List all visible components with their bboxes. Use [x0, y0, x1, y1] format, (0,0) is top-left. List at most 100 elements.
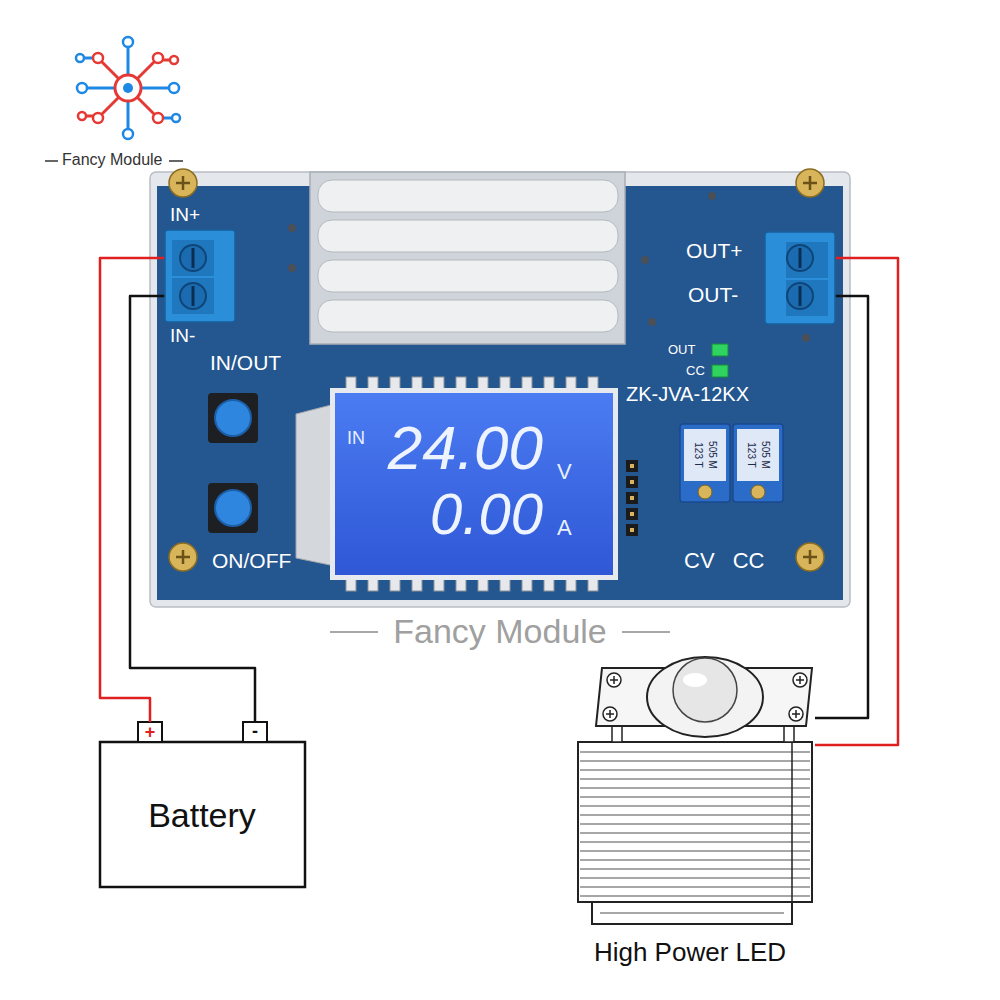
led-lamp-drawing-part-part — [580, 850, 810, 852]
trimmer-pot-part — [733, 424, 783, 502]
board-hole-part — [648, 318, 656, 326]
led-lamp-drawing-part — [673, 658, 737, 722]
led-lamp-drawing-part — [578, 742, 812, 902]
module-board-part — [157, 186, 843, 600]
lcd-frame-part-part — [566, 579, 576, 591]
lcd-frame-part-part — [500, 579, 510, 591]
led-lamp: High Power LED — [565, 655, 815, 927]
watermark: Fancy Module — [393, 614, 607, 648]
logo-icon-part-part — [78, 112, 86, 120]
led-lamp-drawing-part-part — [580, 769, 810, 771]
logo-dash-part — [169, 160, 183, 162]
module-board: ZK-JVA-12KXIN24.00V0.00A — [150, 172, 850, 607]
status-led-part — [712, 365, 728, 377]
battery-label: Battery — [148, 798, 256, 832]
lcd-frame-part-part — [368, 579, 378, 591]
led-label: CC — [686, 364, 705, 377]
pin-header-part — [626, 524, 638, 536]
led-lamp-drawing-part-part — [580, 859, 810, 861]
lcd-frame-part-part — [588, 579, 598, 591]
led-lamp-drawing-part-part — [580, 796, 810, 798]
pin-header-part — [626, 492, 638, 504]
pin-header-part — [630, 480, 634, 484]
board-hole-part — [288, 264, 296, 272]
module-board — [150, 169, 850, 607]
terminal-label: OUT+ — [686, 240, 743, 261]
logo-icon-part-part — [170, 56, 178, 64]
battery-shape-part — [243, 722, 267, 742]
led-lamp-drawing-part-part — [580, 868, 810, 870]
corner-screw-part-part — [809, 550, 812, 564]
trimmer-pot-part — [737, 429, 779, 481]
pot-marking: 123 T — [693, 442, 703, 467]
logo-icon-part-part — [93, 113, 103, 123]
terminal-block-part — [787, 245, 813, 271]
logo-icon-part — [86, 60, 170, 116]
led-lamp-drawing-part-part — [580, 823, 810, 825]
pin-header-part — [630, 512, 634, 516]
led-lamp-drawing-part-part — [799, 676, 801, 684]
logo-text: Fancy Module — [62, 152, 163, 168]
led-label: OUT — [668, 343, 695, 356]
corner-screw-part — [169, 169, 197, 197]
terminal-block-part — [786, 280, 828, 316]
board-hole-part — [641, 256, 649, 264]
lcd-frame-part-part — [412, 579, 422, 591]
led-lamp-drawing-part-part — [580, 814, 810, 816]
heatsink — [310, 172, 625, 344]
led-lamp-drawing-part-part — [613, 676, 615, 684]
battery-shape-part — [138, 722, 162, 742]
pot-marking: 123 T — [746, 442, 756, 467]
led-lamp-drawing — [578, 657, 812, 924]
lcd-voltage: 24.00 — [388, 417, 543, 479]
heatsink-part — [318, 220, 618, 252]
logo-icon-part-part — [76, 54, 84, 62]
terminal-block-part — [165, 230, 235, 322]
led-lamp-drawing-part-part — [580, 832, 810, 834]
logo-icon-part — [84, 47, 172, 129]
terminal-block-part — [799, 248, 802, 268]
terminal-block-part — [787, 283, 813, 309]
wire — [815, 258, 898, 745]
led-lamp-drawing-part-part — [580, 778, 810, 780]
lcd-mode: IN — [347, 429, 365, 447]
status-led — [712, 344, 728, 377]
logo-dash-part — [45, 160, 58, 162]
heatsink-part — [310, 172, 625, 344]
pot-label: CV CC — [684, 550, 764, 572]
polarity-mark: + — [145, 723, 156, 741]
pin-header-part — [630, 464, 634, 468]
lcd-unit: A — [557, 517, 572, 539]
led-lamp-drawing-part-part — [580, 787, 810, 789]
button-label: IN/OUT — [210, 352, 281, 373]
pin-header-part — [626, 460, 638, 472]
heatsink-part — [318, 300, 618, 332]
pin-header-part — [626, 508, 638, 520]
led-lamp-drawing-part — [592, 902, 792, 924]
led-lamp-drawing-part — [683, 673, 707, 687]
led-lamp-drawing-part-part — [580, 877, 810, 879]
battery-box: Battery — [100, 722, 305, 887]
lcd-frame-part-part — [346, 579, 356, 591]
lcd-current: 0.00 — [430, 485, 543, 543]
pot-marking: 505 M — [707, 441, 717, 469]
wire — [815, 296, 868, 718]
logo-icon-part-part — [123, 129, 133, 139]
led-lamp-drawing-part — [600, 912, 784, 914]
push-button — [208, 393, 258, 533]
trimmer-pot-part — [751, 485, 765, 499]
logo-icon-part-part — [169, 83, 179, 93]
watermark-dash-part — [622, 631, 670, 633]
logo-icon-part-part — [123, 37, 133, 47]
terminal-block-part — [192, 248, 195, 268]
push-button-part — [208, 393, 258, 443]
terminal-block-part — [799, 286, 802, 306]
led-lamp-drawing-part-part — [580, 895, 810, 897]
terminal-block-part — [786, 242, 828, 278]
logo-icon-part-part — [153, 113, 163, 123]
logo-icon-part-part — [172, 114, 180, 122]
pin-header-part — [630, 496, 634, 500]
battery-shape — [100, 722, 305, 887]
led-lamp-drawing-part — [791, 742, 793, 902]
